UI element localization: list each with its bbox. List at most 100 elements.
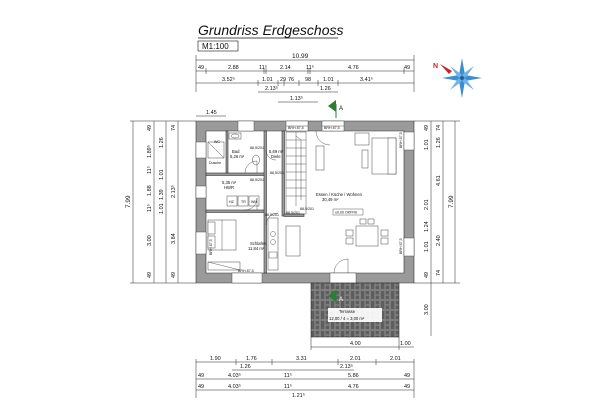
dim-right-c2-5: 49 (424, 272, 430, 278)
dim-left-outer: 7.99 (125, 195, 132, 208)
brh-label-2: BRH 87,5 (324, 126, 340, 130)
brh-label-6: BRH 87,5 (209, 239, 213, 255)
dim-top-r2-2: 29 (280, 77, 286, 83)
brh-label-5: BRH 87,5 (238, 269, 254, 273)
left-dimensions: 7.99 49 1.89⁵ 11⁵ 1.88 11⁵ 3.00 49 1.26 … (125, 120, 196, 284)
room-hwr-name: HWR (224, 185, 234, 190)
dim-right-c2-4: 1.01 (424, 241, 430, 252)
okffb-label: ±0,00 OKFFB (335, 211, 358, 215)
dim-top-r1-2: 11⁵ (259, 64, 267, 71)
dim-top-total: 10.99 (292, 53, 309, 60)
tv-unit (315, 145, 325, 171)
dim-right-c1-4: 74 (436, 270, 442, 276)
dim-right-outer: 7.99 (448, 195, 455, 208)
dim-top-r1-1: 2.88 (228, 65, 239, 71)
dim-right-c1-1: 1.26 (436, 137, 442, 148)
hz-unit (226, 195, 238, 207)
dim-left-c2-2: 1.39 (159, 189, 165, 200)
dining-table (345, 218, 389, 247)
dim-bot-r4-1: 4.03⁵ (228, 383, 241, 390)
door-label-2: 88,5/201 (250, 178, 264, 182)
dim-left-c1-3: 1.88 (147, 185, 153, 196)
dim-bot-terrace-0: 4.00 (350, 341, 361, 347)
dim-left-c1-2: 11⁵ (146, 166, 153, 174)
door-label-4: 88,5/201 (286, 211, 300, 215)
wc-label: WC (214, 140, 220, 144)
dim-left-c3-1: 2.13⁵ (170, 185, 177, 198)
dim-top-r2-1: 1.01 (262, 77, 273, 83)
compass-icon (440, 58, 482, 98)
dim-bot-r1-0: 1.90 (210, 356, 221, 362)
building: WC Dusche HZ TR WM (195, 120, 415, 284)
dim-bot-r4-3: 4.76 (348, 384, 359, 390)
brh-label-1: BRH 87,5 (288, 126, 304, 130)
dim-top-r1-0: 49 (198, 65, 204, 71)
brh-label-3: BRH 87,5 (399, 132, 403, 148)
dim-bot-r1-4: 2.01 (390, 356, 401, 362)
dim-bot-r3-0: 49 (198, 373, 204, 379)
dim-bot-r1-2: 3.31 (296, 356, 307, 362)
room-bad-name: Bad (232, 149, 240, 154)
dim-top-r1-4: 11⁵ (306, 64, 314, 71)
dim-left-c3-2: 3.84 (171, 233, 177, 244)
dim-left-c1-6: 49 (147, 272, 153, 278)
dim-top-r2-5: 1.01 (323, 77, 334, 83)
dim-left-c1-4: 11⁵ (146, 204, 153, 212)
door-label-5: 88,5/201 (270, 171, 284, 175)
brh-label-4: BRH 87,5 (399, 238, 403, 254)
section-marker-bottom-label: A (339, 297, 343, 303)
tr-label: TR (241, 200, 246, 204)
right-dimensions: 7.99 74 1.26 4.61 2.40 74 49 1.01 2.01 1… (414, 120, 460, 336)
room-schlafen-name: Schlafen (250, 241, 267, 246)
door-label-6: 88,5/201 (300, 207, 314, 211)
tr-unit (237, 195, 249, 207)
scale-box (197, 40, 239, 52)
dim-top-r3-0: 2.13⁵ (265, 85, 278, 92)
dim-bot-r2-0: 1.26 (240, 364, 251, 370)
dim-top-r1-5: 4.76 (348, 65, 359, 71)
dim-bot-r4-2: 11⁵ (284, 383, 292, 390)
dim-bot-terrace-1: 1.00 (400, 341, 411, 347)
room-essen-area: 30,49 m² (322, 197, 339, 202)
room-hwr-area: 5,35 m² (222, 180, 237, 185)
dim-right-terrace: 3.00 (424, 304, 430, 315)
dim-right-c2-1: 1.01 (424, 139, 430, 150)
section-marker-top: A (328, 100, 343, 118)
dim-bot-r4-4: 49 (404, 384, 410, 390)
dim-bot-r3-4: 49 (404, 373, 410, 379)
room-terrasse-name: Terrasse (339, 309, 356, 314)
dim-top-r2-4: 98 (305, 77, 311, 83)
dim-bot-r5: 1.21⁵ (292, 392, 305, 399)
dim-bot-r4-0: 49 (198, 384, 204, 390)
dim-left-c3-3: 49 (171, 272, 177, 278)
dim-top-r2-0: 3.52⁵ (222, 76, 235, 83)
dim-top-r4: 1.13⁵ (290, 95, 303, 102)
dim-left-c1-1: 1.89⁵ (146, 145, 153, 158)
dim-bot-r3-2: 11⁵ (284, 372, 292, 379)
sofa-icon (354, 132, 397, 175)
room-diele-area: 5,69 m² (269, 149, 284, 154)
dim-top-r1-6: 49 (404, 65, 410, 71)
dim-right-c2-3: 1.24 (424, 221, 430, 232)
dim-top-r2-3: 76 (288, 77, 294, 83)
dim-right-c1-2: 4.61 (436, 175, 442, 186)
dim-right-c1-0: 74 (436, 125, 442, 131)
room-essen-name: Essen / Küche / Wohnen (316, 192, 363, 197)
kitchen-counter (267, 217, 279, 271)
level-marker (332, 208, 364, 216)
room-schlafen-area: 11,84 m² (248, 246, 265, 251)
dim-left-c1-0: 49 (147, 125, 153, 131)
toilet-icon (252, 154, 260, 166)
plan-title: Grundriss Erdgeschoss (198, 22, 344, 38)
terrace: Terrasse 12,00 / 4 = 3,00 m² (310, 282, 400, 338)
dim-bot-r1-1: 1.76 (246, 356, 257, 362)
dim-left-c2-1: 1.01 (159, 169, 165, 180)
room-bad-area: 5,26 m² (230, 154, 245, 159)
bed-icon (207, 219, 237, 251)
dim-top-r2-6: 3.41⁵ (360, 76, 373, 83)
dim-right-c2-2: 2.01 (424, 199, 430, 210)
door-label-3: 88,5/201 (265, 213, 279, 217)
dim-bot-r2-1: 2.13⁵ (340, 363, 353, 370)
kitchen-island (285, 225, 301, 257)
dim-right-c1-3: 2.40 (436, 235, 442, 246)
